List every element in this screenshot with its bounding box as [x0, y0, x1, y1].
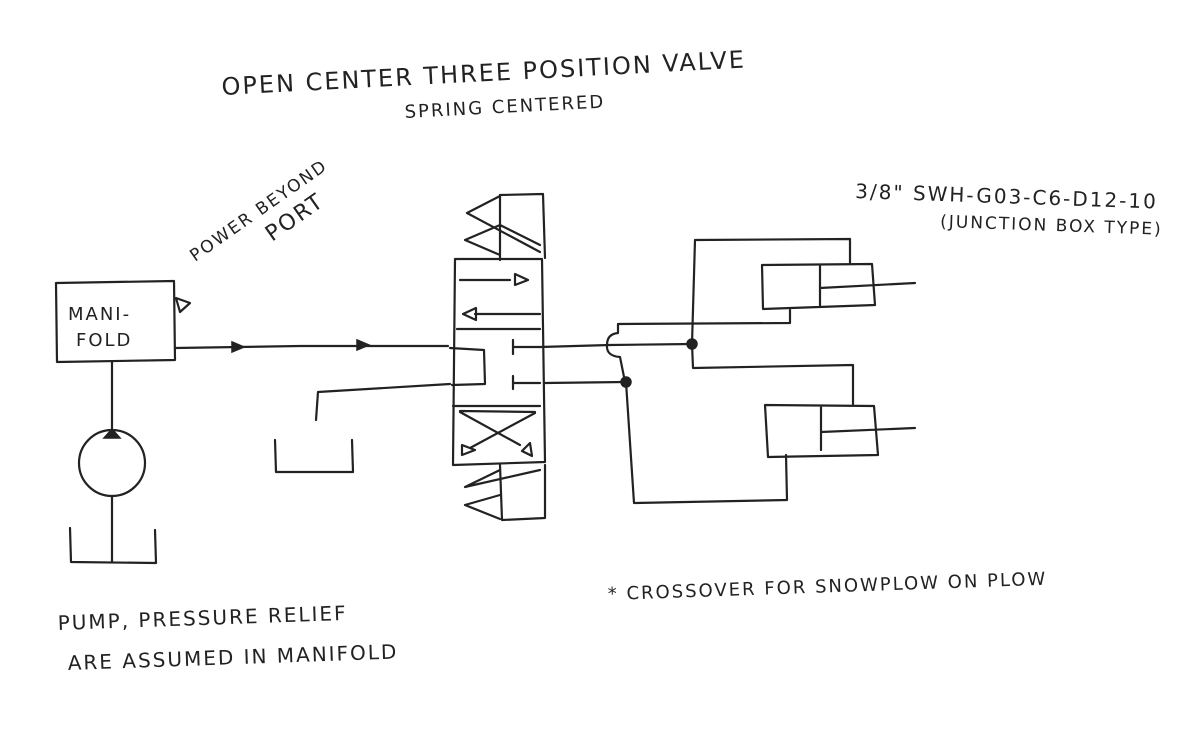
crossover-line [605, 308, 792, 384]
pump-reservoir-icon [68, 526, 158, 565]
port-a-line-cont [608, 342, 694, 347]
directional-valve [448, 192, 547, 522]
cylinder2-return-line [624, 380, 789, 505]
footnote-line1: PUMP, PRESSURE RELIEF [57, 601, 348, 635]
tank-reservoir-icon [273, 438, 355, 474]
manifold-label-line2: FOLD [76, 330, 132, 351]
manifold-box [54, 279, 177, 364]
port-b-line [543, 380, 627, 385]
diagram-subtitle: SPRING CENTERED [404, 92, 606, 123]
flow-arrow-icon [231, 340, 246, 354]
cylinder2-line [690, 342, 855, 406]
cylinder-1 [760, 262, 917, 311]
manifold-label-line1: MANI- [68, 304, 131, 325]
tank-return-line [314, 382, 452, 422]
footnote-line2: ARE ASSUMED IN MANIFOLD [67, 639, 398, 675]
valve-type: (JUNCTION BOX TYPE) [940, 212, 1163, 240]
crossover-note: * CROSSOVER FOR SNOWPLOW ON PLOW [607, 569, 1047, 605]
flow-arrow-icon [356, 338, 371, 352]
pump-direction-icon [102, 427, 122, 439]
valve-part-number: 3/8" SWH-G03-C6-D12-10 [855, 179, 1158, 214]
power-beyond-port-icon [174, 296, 192, 314]
cylinder1-line [690, 237, 852, 346]
pump-icon [77, 428, 147, 498]
cylinder-2 [763, 403, 917, 459]
port-a-line [538, 343, 612, 349]
diagram-title: OPEN CENTER THREE POSITION VALVE [221, 46, 747, 101]
pressure-line [173, 344, 450, 350]
